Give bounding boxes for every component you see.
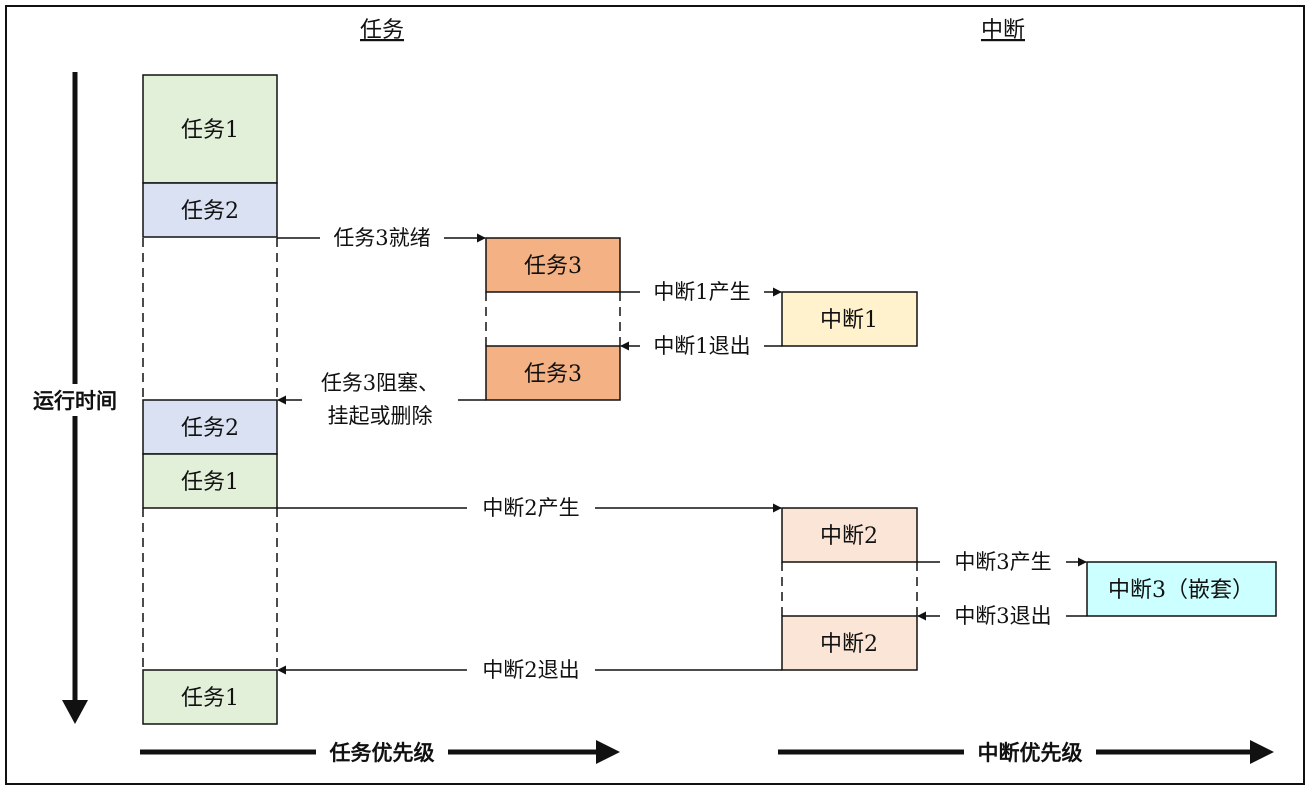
interrupt-priority-label: 中断优先级 (978, 741, 1083, 765)
arrow-label: 任务3就绪 (333, 226, 430, 250)
irq3-block: 中断3（嵌套） (1086, 561, 1277, 617)
irq1-block: 中断1 (781, 291, 918, 347)
arrow-label-bg (940, 548, 1066, 576)
arrow-label: 中断3产生 (954, 550, 1051, 574)
irq2-block-a: 中断2 (781, 507, 918, 563)
task1-block-a: 任务1 (142, 74, 278, 184)
event-irq2-raised: 中断2产生 (277, 494, 782, 522)
task3-block-rect (485, 237, 621, 293)
arrow-label-bg (302, 366, 458, 432)
time-axis-label: 运行时间 (33, 389, 117, 413)
irq2-block-label: 中断2 (820, 524, 878, 549)
outer-frame (5, 5, 1305, 785)
arrow-label-bg (640, 278, 764, 306)
task1-block-c: 任务1 (142, 669, 278, 725)
task3-block-b: 任务3 (485, 345, 621, 401)
task1-block-label: 任务1 (181, 118, 239, 143)
event-irq1-raised: 中断1产生 (620, 278, 782, 306)
irq1-block-label: 中断1 (820, 308, 878, 333)
event-irq2-exit: 中断2退出 (277, 656, 782, 684)
task1-block-label: 任务1 (181, 686, 239, 711)
task1-block-rect (142, 669, 278, 725)
arrow-label-bg (320, 224, 444, 252)
dashed-connectors (142, 238, 918, 670)
task1-block-rect (142, 453, 278, 509)
task2-block-b: 任务2 (142, 399, 278, 455)
header-tasks: 任务 (360, 18, 404, 43)
irq2-block-rect (781, 507, 918, 563)
arrow-label-line2: 挂起或删除 (328, 404, 433, 428)
task3-block-a: 任务3 (485, 237, 621, 293)
task3-block-label: 任务3 (524, 254, 582, 279)
arrow-label: 中断3退出 (954, 604, 1051, 628)
irq3-block-label: 中断3（嵌套） (1108, 578, 1254, 603)
arrow-label-line1: 任务3阻塞、 (321, 371, 439, 395)
arrow-label: 中断1退出 (653, 334, 750, 358)
arrow-label-bg (940, 602, 1066, 630)
task3-block-label: 任务3 (524, 362, 582, 387)
task2-block-rect (142, 182, 278, 238)
arrow-label-bg (640, 332, 764, 360)
task2-block-a: 任务2 (142, 182, 278, 238)
arrow-label: 中断2退出 (482, 658, 579, 682)
task2-block-label: 任务2 (181, 416, 239, 441)
task-priority-arrowhead (596, 740, 620, 764)
interrupt-priority-arrowhead (1250, 740, 1274, 764)
event-task3-ready: 任务3就绪 (277, 224, 486, 252)
header-interrupts: 中断 (981, 18, 1025, 43)
irq2-block-rect (781, 615, 918, 671)
arrow-label-bg (467, 656, 595, 684)
task-priority-label: 任务优先级 (329, 741, 435, 765)
task3-block-rect (485, 345, 621, 401)
time-axis-arrowhead (62, 700, 88, 724)
task1-block-b: 任务1 (142, 453, 278, 509)
event-task3-blocked: 任务3阻塞、 挂起或删除 (277, 366, 486, 432)
task1-block-label: 任务1 (181, 470, 239, 495)
event-irq3-raised: 中断3产生 (917, 548, 1087, 576)
interrupt-priority-label-bg (964, 738, 1096, 766)
time-axis-label-bg (20, 384, 130, 416)
irq3-block-rect (1086, 561, 1277, 617)
irq2-block-b: 中断2 (781, 615, 918, 671)
irq2-block-label: 中断2 (820, 632, 878, 657)
event-irq1-exit: 中断1退出 (620, 332, 782, 360)
event-irq3-exit: 中断3退出 (917, 602, 1087, 630)
arrow-label-bg (467, 494, 595, 522)
task2-block-rect (142, 399, 278, 455)
task-priority-label-bg (316, 738, 448, 766)
arrow-label: 中断2产生 (482, 496, 579, 520)
task2-block-label: 任务2 (181, 199, 239, 224)
arrow-label: 中断1产生 (653, 280, 750, 304)
irq1-block-rect (781, 291, 918, 347)
